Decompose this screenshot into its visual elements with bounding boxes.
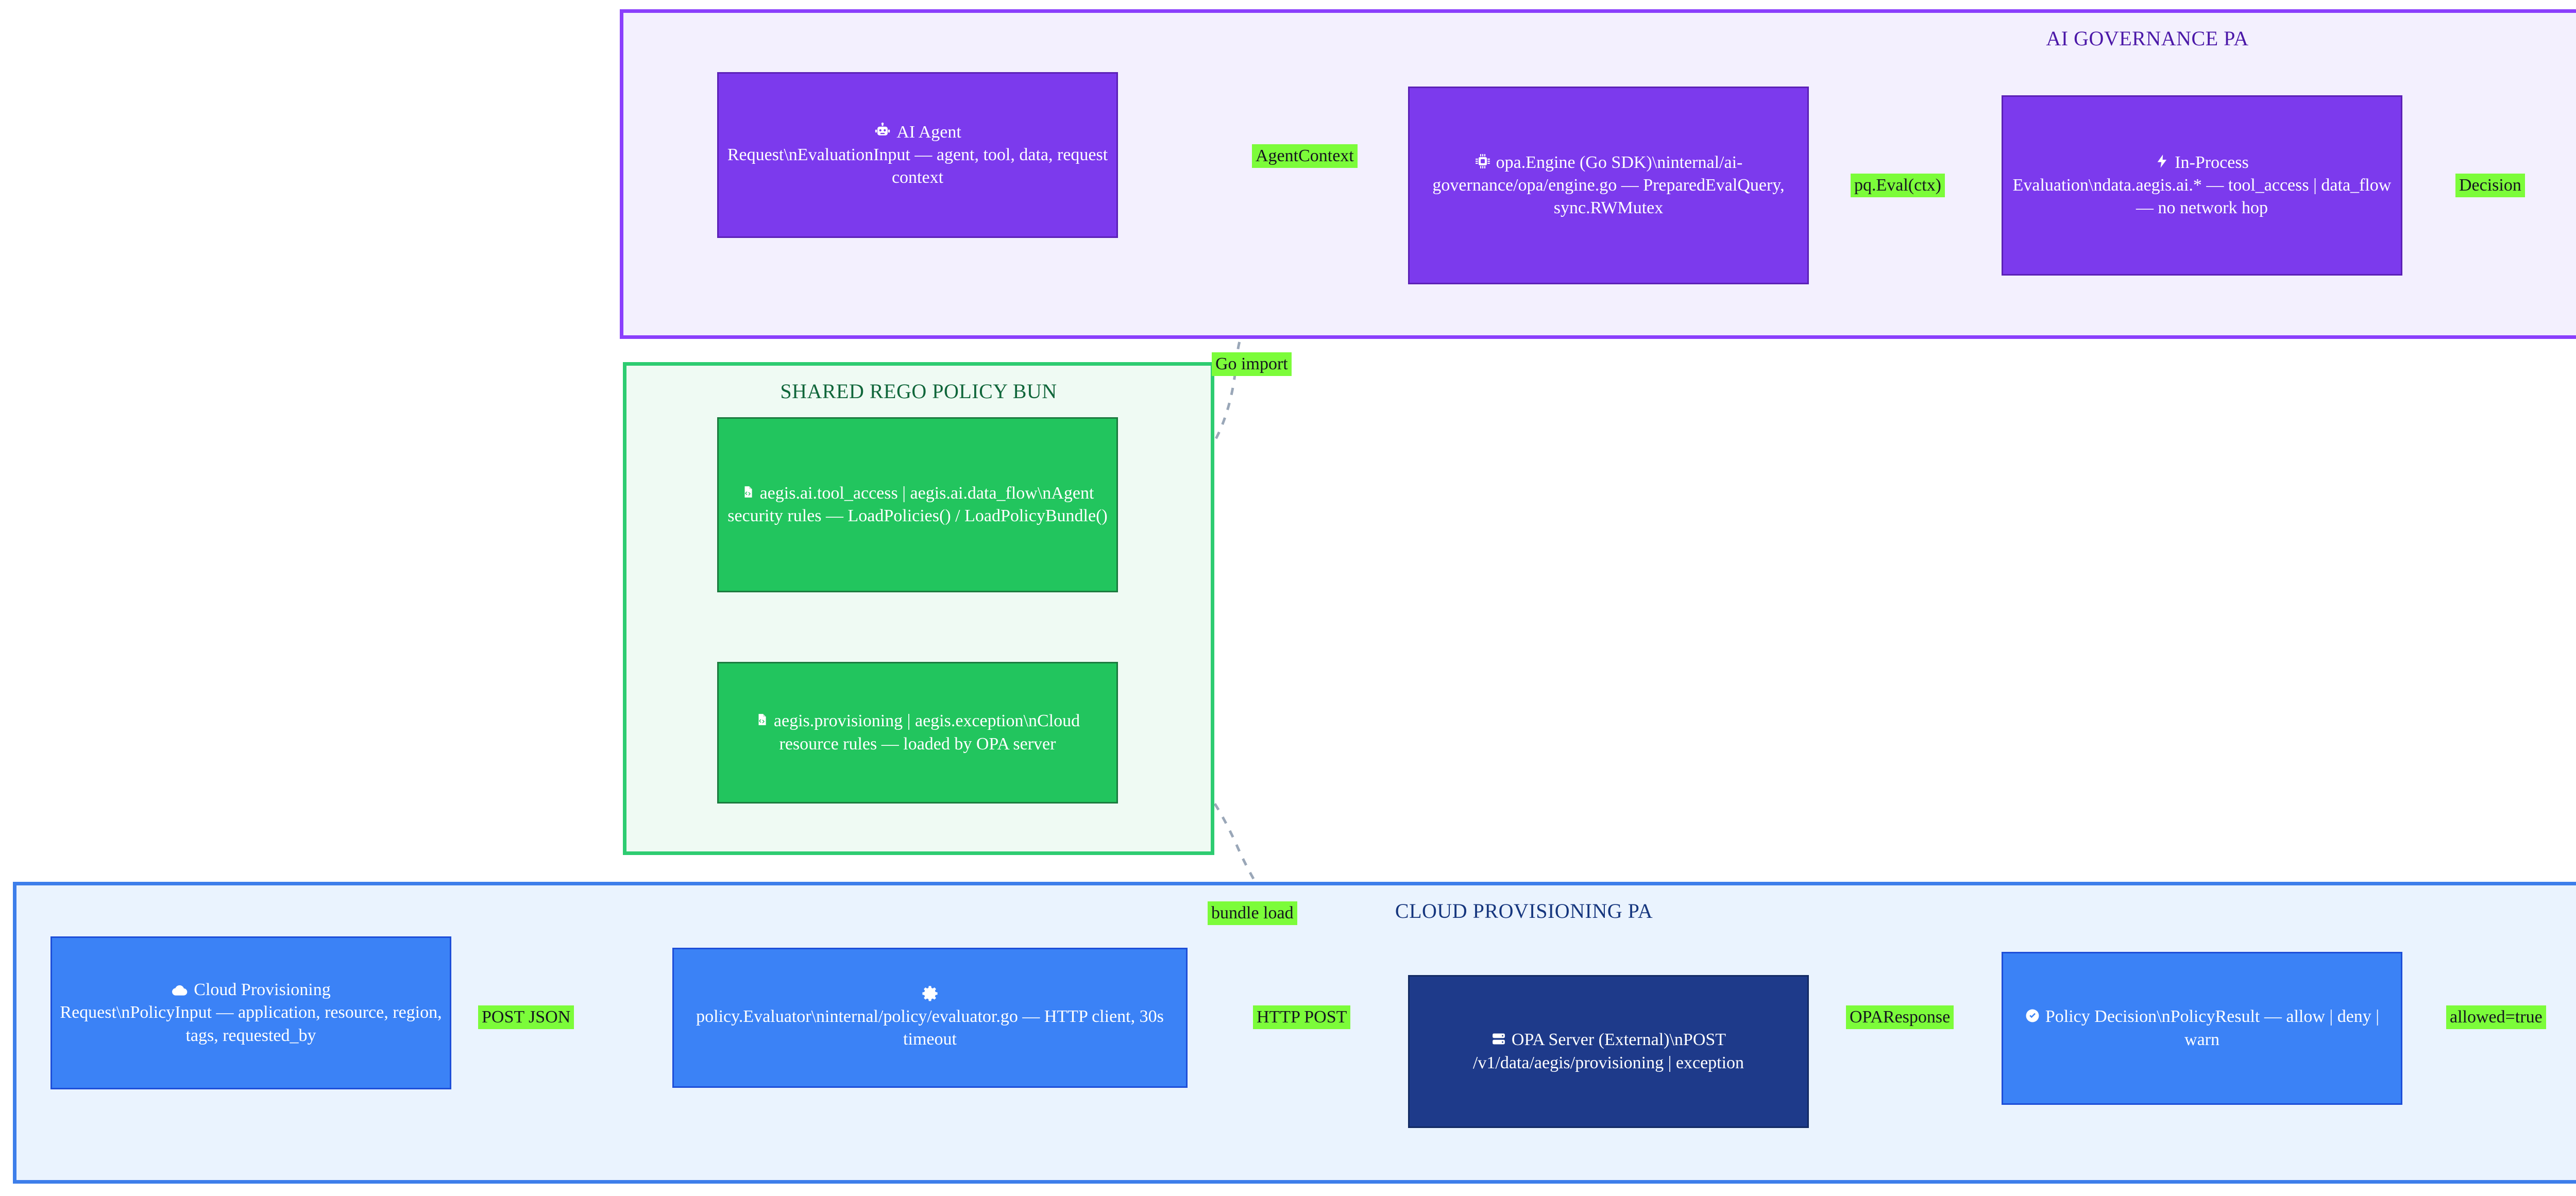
- subgraph-title-cloud-provisioning: CLOUD PROVISIONING PA: [1395, 899, 1653, 922]
- edge-label-agent-context: AgentContext: [1252, 144, 1358, 168]
- node-policy-prov-label: aegis.provisioning | aegis.exception\nCl…: [773, 711, 1080, 754]
- node-cloud-request-label: Cloud Provisioning: [194, 980, 331, 1000]
- node-policy-evaluator-text: policy.Evaluator\ninternal/policy/evalua…: [696, 1006, 1164, 1049]
- node-ai-agent[interactable]: AI Agent Request\nEvaluationInput — agen…: [717, 72, 1118, 238]
- node-in-process-eval-body: Evaluation\ndata.aegis.ai.* — tool_acces…: [2012, 175, 2392, 218]
- edge-label-opa-response: OPAResponse: [1846, 1005, 1954, 1029]
- node-opa-server-text: OPA Server (External)\nPOST /v1/data/aeg…: [1417, 1029, 1800, 1074]
- node-opa-engine[interactable]: opa.Engine (Go SDK)\ninternal/ai-governa…: [1408, 87, 1809, 284]
- node-policy-decision[interactable]: Policy Decision\nPolicyResult — allow | …: [2002, 952, 2402, 1105]
- node-policy-prov[interactable]: aegis.provisioning | aegis.exception\nCl…: [717, 662, 1118, 804]
- node-policy-prov-text: aegis.provisioning | aegis.exception\nCl…: [726, 710, 1109, 755]
- edge-label-post-json: POST JSON: [478, 1005, 574, 1029]
- node-policy-evaluator[interactable]: policy.Evaluator\ninternal/policy/evalua…: [672, 948, 1188, 1088]
- node-in-process-eval-label: In-Process: [2175, 152, 2249, 172]
- code-file-icon: [741, 484, 755, 500]
- node-cloud-request-title: Cloud Provisioning: [171, 979, 331, 1001]
- node-cloud-request-body: Request\nPolicyInput — application, reso…: [60, 1003, 442, 1045]
- node-opa-server-label: OPA Server (External)\nPOST /v1/data/aeg…: [1472, 1030, 1744, 1072]
- node-policy-decision-text: Policy Decision\nPolicyResult — allow | …: [2010, 1005, 2394, 1051]
- bolt-icon: [2155, 153, 2170, 169]
- node-ai-agent-title: AI Agent: [874, 121, 961, 144]
- node-policy-decision-label: Policy Decision\nPolicyResult — allow | …: [2045, 1007, 2380, 1049]
- chip-icon: [1475, 153, 1491, 169]
- node-opa-engine-text: opa.Engine (Go SDK)\ninternal/ai-governa…: [1417, 151, 1800, 220]
- edge-label-decision: Decision: [2455, 174, 2525, 197]
- node-opa-server[interactable]: OPA Server (External)\nPOST /v1/data/aeg…: [1408, 975, 1809, 1128]
- node-in-process-eval-title: In-Process: [2155, 151, 2249, 174]
- node-ai-agent-body: Request\nEvaluationInput — agent, tool, …: [727, 145, 1108, 187]
- cloud-icon: [171, 983, 189, 997]
- code-file-icon: [755, 711, 769, 728]
- edge-label-go-import: Go import: [1212, 352, 1292, 376]
- server-icon: [1491, 1031, 1506, 1047]
- node-policy-ai[interactable]: aegis.ai.tool_access | aegis.ai.data_flo…: [717, 417, 1118, 592]
- node-ai-agent-label: AI Agent: [896, 122, 961, 142]
- subgraph-title-shared-rego-policy: SHARED REGO POLICY BUN: [780, 380, 1057, 403]
- gear-icon: [921, 985, 939, 1002]
- node-in-process-eval[interactable]: In-Process Evaluation\ndata.aegis.ai.* —…: [2002, 95, 2402, 276]
- edge-label-bundle-load: bundle load: [1208, 901, 1297, 925]
- edge-label-http-post: HTTP POST: [1253, 1005, 1351, 1029]
- robot-icon: [874, 122, 891, 139]
- edge-label-allowed-true-bottom: allowed=true: [2446, 1005, 2546, 1029]
- node-policy-ai-text: aegis.ai.tool_access | aegis.ai.data_flo…: [726, 482, 1109, 527]
- subgraph-title-ai-governance: AI GOVERNANCE PA: [2046, 27, 2249, 50]
- node-opa-engine-label: opa.Engine (Go SDK)\ninternal/ai-governa…: [1432, 152, 1785, 218]
- check-circle-icon: [2025, 1008, 2040, 1023]
- edge-label-pq-eval: pq.Eval(ctx): [1851, 174, 1945, 197]
- node-cloud-request[interactable]: Cloud Provisioning Request\nPolicyInput …: [50, 936, 451, 1089]
- node-policy-ai-label: aegis.ai.tool_access | aegis.ai.data_flo…: [727, 483, 1108, 525]
